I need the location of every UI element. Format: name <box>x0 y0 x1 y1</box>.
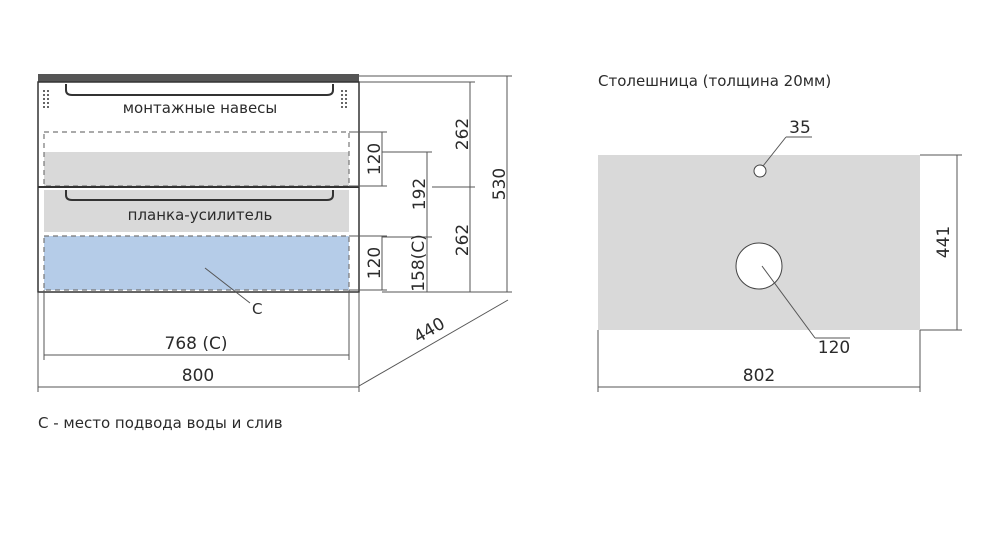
big-hole <box>735 242 783 290</box>
countertop-title: Столешница (толщина 20мм) <box>598 72 831 90</box>
small-hole <box>753 164 767 178</box>
dim-drawer-gap: 192 <box>410 178 430 210</box>
reinforcement-label: планка-усилитель <box>128 206 273 224</box>
dim-small-hole: 35 <box>789 118 811 138</box>
countertop-view: Столешница (толщина 20мм) 35 120 441 802 <box>597 72 962 392</box>
lower-drawer-zone <box>44 190 349 232</box>
upper-drawer-zone <box>44 152 349 186</box>
dim-width: 800 <box>182 366 214 386</box>
dim-total-height: 530 <box>490 168 510 200</box>
dim-depth: 440 <box>410 314 448 348</box>
c-leader <box>204 267 251 304</box>
cabinet-top-strip <box>38 74 359 82</box>
dim-drawer-top-inner: 120 <box>365 143 385 175</box>
dim-upper-height: 262 <box>453 118 473 150</box>
dim-drawer-bottom-inner: 120 <box>365 247 385 279</box>
middle-handle <box>65 190 334 201</box>
cabinet-horizontal-dims: 768 (С) 800 <box>37 290 359 392</box>
mounting-label: монтажные навесы <box>123 99 278 117</box>
dim-big-hole: 120 <box>818 338 850 358</box>
mount-hardware-right <box>341 90 347 108</box>
cabinet-vertical-dims: 120 192 120 158(С) 262 262 530 <box>349 75 512 293</box>
dim-lower-height: 262 <box>453 224 473 256</box>
top-handle <box>65 84 334 96</box>
dim-inner-width: 768 (С) <box>165 334 228 354</box>
dim-countertop-height: 441 <box>934 226 954 258</box>
water-drain-zone <box>44 236 349 290</box>
mount-hardware-left <box>43 90 49 108</box>
c-label: С <box>252 300 262 318</box>
cabinet-front-view: монтажные навесы планка-усилитель С <box>37 74 360 318</box>
legend-c: С - место подвода воды и слив <box>38 414 283 432</box>
dim-bottom-c: 158(С) <box>409 234 429 292</box>
cabinet-depth-dim: 440 <box>358 292 509 392</box>
dim-countertop-width: 802 <box>743 366 775 386</box>
